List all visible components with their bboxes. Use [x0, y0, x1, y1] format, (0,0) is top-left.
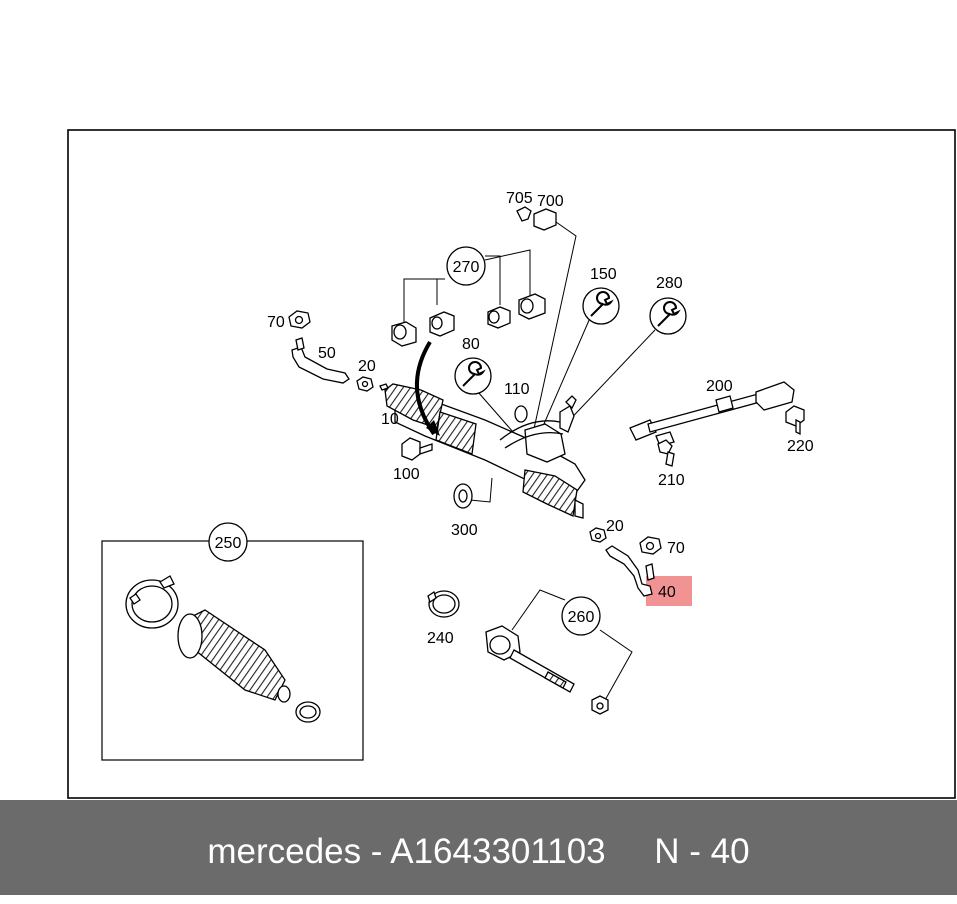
- label-250: 250: [215, 535, 242, 552]
- label-40: 40: [658, 584, 676, 601]
- label-240: 240: [427, 630, 454, 647]
- label-270: 270: [453, 259, 480, 276]
- label-300: 300: [451, 522, 478, 539]
- diagram-frame: [67, 129, 956, 799]
- footer-part-number: mercedes - A1643301103 N - 40: [207, 832, 750, 871]
- label-20-top: 20: [358, 358, 376, 375]
- wrench-icon-80: [454, 357, 492, 395]
- callout-circle-260: [561, 596, 601, 636]
- label-70-bottom: 70: [667, 540, 685, 557]
- label-70-top: 70: [267, 314, 285, 331]
- wrench-icon-280: [649, 297, 687, 335]
- label-50: 50: [318, 345, 336, 362]
- parts: [125, 206, 805, 723]
- callout-circle-250: [208, 522, 248, 562]
- label-280: 280: [656, 275, 683, 292]
- parts-diagram: 705 700 270 150 280 70 50 20 80 110 10 1…: [67, 129, 956, 799]
- label-10: 10: [381, 411, 399, 428]
- callout-circle-270: [446, 246, 486, 286]
- label-150: 150: [590, 266, 617, 283]
- label-80: 80: [462, 336, 480, 353]
- label-260: 260: [568, 609, 595, 626]
- label-210: 210: [658, 472, 685, 489]
- label-705: 705: [506, 190, 533, 207]
- label-700: 700: [537, 193, 564, 210]
- label-100: 100: [393, 466, 420, 483]
- label-200: 200: [706, 378, 733, 395]
- footer-bar: mercedes - A1643301103 N - 40: [0, 800, 957, 895]
- part-40-highlight: [646, 576, 692, 606]
- assembly-arrow: [414, 340, 440, 436]
- label-20-bottom: 20: [606, 518, 624, 535]
- label-110: 110: [504, 381, 530, 398]
- wrench-icon-150: [582, 287, 620, 325]
- label-220: 220: [787, 438, 814, 455]
